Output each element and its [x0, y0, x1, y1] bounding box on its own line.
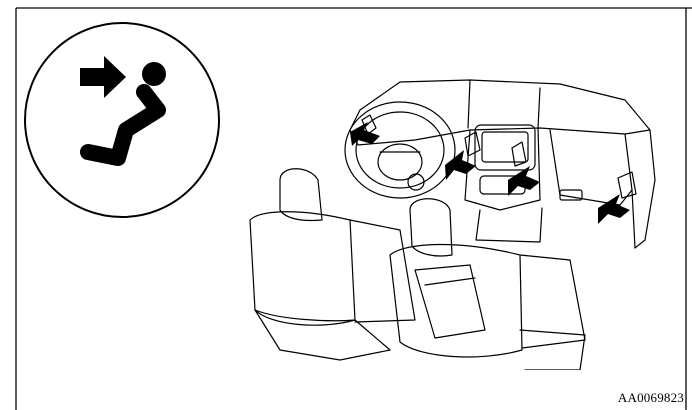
right-headrest [410, 199, 452, 256]
arrow-icon [80, 56, 126, 98]
figure-id-label: AA0069823 [618, 390, 684, 406]
steering-wheel [345, 102, 455, 198]
airflow-to-face-icon [22, 20, 222, 220]
vehicle-interior-illustration [240, 70, 660, 370]
vent-arrows [350, 122, 630, 224]
left-seat-cushion [255, 310, 390, 360]
center-console [415, 265, 485, 338]
dashboard-outline [360, 80, 655, 248]
head-icon [142, 62, 166, 86]
right-seat-back [390, 244, 522, 356]
seated-figure-icon [88, 92, 158, 158]
left-seat-back [250, 212, 355, 325]
